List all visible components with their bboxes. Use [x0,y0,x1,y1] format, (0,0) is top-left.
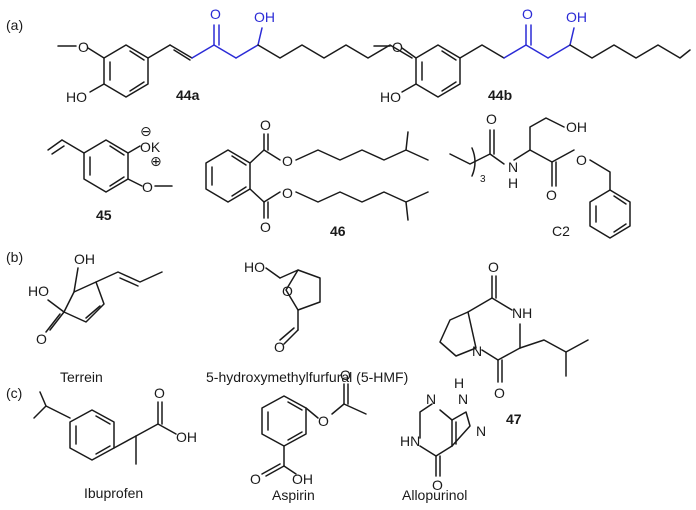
ester-carbonyl-oxygen: O [546,187,557,203]
ester-oxygen-2: O [282,185,293,201]
hydroxyl-1: OH [74,251,95,267]
nh-hydrogen: H [508,175,518,191]
carbonyl-oxygen: O [432,477,443,493]
pyrazole-n2: N [476,423,486,439]
compound-45: OK ⊖ ⊕ O 45 [47,123,173,223]
compound-c2: OH N H O 3 O O C2 [449,111,631,239]
compound-label-5-hmf: 5-hydroxymethylfurfural (5-HMF) [206,369,408,385]
amide-oxygen: O [486,111,497,127]
pyrimidine-nh: HN [400,433,420,449]
compound-label-47: 47 [506,411,522,427]
pyrazole-h: H [454,375,464,391]
ring-nitrogen: N [472,343,482,359]
hydroxyl-2: HO [28,283,49,299]
carboxyl-oh: OH [176,429,197,445]
compound-44a: O HO O OH 44a [57,6,413,105]
pyrrolidine-ring [439,311,477,357]
benzyl-ring [589,189,631,239]
ketone-oxygen: O [522,6,533,22]
compound-label-terrein: Terrein [60,369,103,385]
repeat-count: 3 [480,174,486,185]
compound-44b: O HO O OH 44b [373,6,691,105]
hydroxy-group: HO [66,89,87,105]
ketone-oxygen: O [36,331,47,347]
pyrimidine-n1: N [426,391,436,407]
hydroxyl-group: OH [566,119,587,135]
panel-label-b: (b) [6,249,23,265]
phenoxide-group: OK [140,139,161,155]
compound-label-45: 45 [96,207,112,223]
ester-oxygen: O [318,413,329,429]
methoxy-oxygen: O [78,39,89,55]
carbonyl-oxygen-1: O [488,259,499,275]
ester-oxygen: O [282,153,293,169]
ester-carbonyl-oxygen: O [260,117,271,133]
ester-oxygen: O [576,152,587,168]
benzene-ring [69,409,115,461]
hydroxy-group: HO [380,89,401,105]
minus-charge: ⊖ [140,123,152,139]
compound-label-ibuprofen: Ibuprofen [84,485,143,501]
compound-aspirin: O O O OH Aspirin [250,367,367,503]
compound-label-c2: C2 [552,223,570,239]
alcohol-group: OH [566,9,587,25]
panel-label-c: (c) [6,385,22,401]
furan-ring [285,269,321,311]
cyclopentenone-ring [63,281,105,323]
compound-ibuprofen: O OH Ibuprofen [33,385,197,501]
compound-5-hmf: HO O O 5-hydroxymethylfurfural (5-HMF) [206,259,408,385]
carboxyl-oh: OH [292,471,313,487]
amide-nh: NH [512,305,532,321]
pyrazole-n1: N [458,391,468,407]
compound-label-aspirin: Aspirin [272,487,315,503]
methoxy-oxygen: O [142,179,153,195]
nh-nitrogen: N [508,159,518,175]
carbonyl-oxygen-2: O [494,385,505,401]
compound-label-allopurinol: Allopurinol [402,487,467,503]
compound-label-46: 46 [330,223,346,239]
ester-carbonyl-oxygen-2: O [260,219,271,235]
acetyl-oxygen: O [340,367,351,383]
aldehyde-oxygen: O [274,339,285,355]
furan-oxygen: O [282,283,293,299]
hydroxyl-group: HO [244,259,265,275]
compound-label-44b: 44b [488,87,512,103]
methoxy-oxygen: O [392,39,403,55]
panel-label-a: (a) [6,17,23,33]
compound-terrein: OH HO O Terrein [28,251,163,385]
carboxyl-oxygen: O [250,471,261,487]
compound-47: O NH O N 47 [439,259,589,427]
alcohol-group: OH [254,9,275,25]
compound-label-44a: 44a [176,87,200,103]
carbonyl-oxygen: O [154,385,165,401]
ketone-oxygen: O [210,6,221,22]
compound-allopurinol: N H N N HN O Allopurinol [400,375,486,503]
compound-46: O O O O 46 [205,117,429,239]
plus-charge: ⊕ [150,153,162,169]
